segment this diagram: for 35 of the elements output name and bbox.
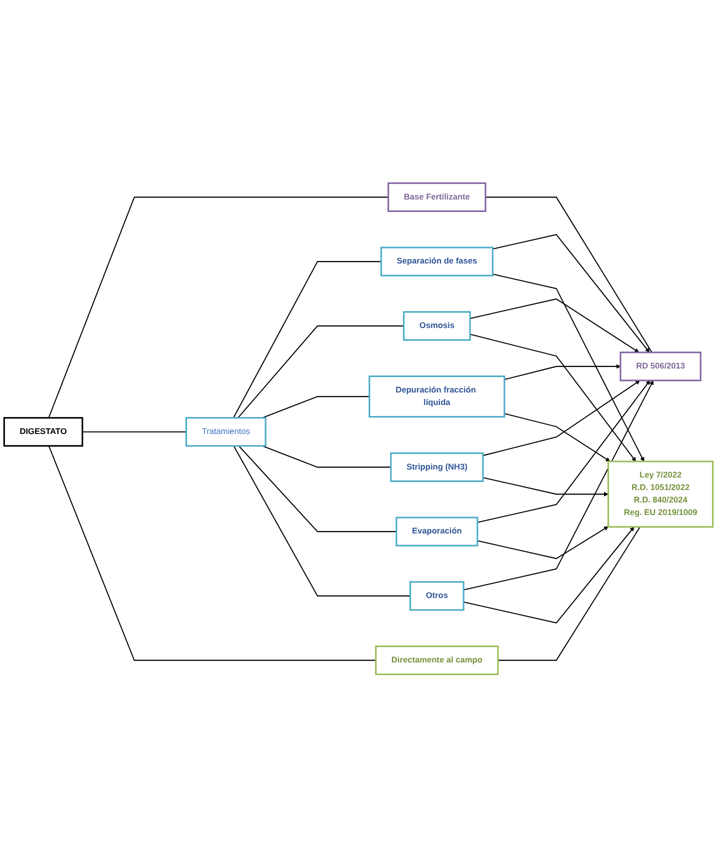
arrow — [504, 364, 621, 380]
node-box: Base Fertilizante — [388, 182, 486, 212]
node-box: Directamente al campo — [375, 645, 499, 675]
node-box: Otros — [409, 580, 464, 610]
connector — [82, 431, 186, 432]
connector — [233, 445, 410, 596]
arrow — [482, 380, 640, 456]
arrow — [463, 526, 634, 624]
connector — [232, 260, 382, 418]
connector — [238, 445, 396, 532]
node-box: Stripping (NH3) — [390, 452, 484, 482]
arrow — [463, 380, 654, 590]
node-box: Depuración fracción líquida — [368, 375, 506, 418]
arrow — [477, 526, 608, 559]
connector — [262, 445, 391, 468]
arrow — [470, 298, 640, 352]
arrow — [482, 476, 608, 496]
arrow — [492, 234, 650, 352]
connector — [486, 196, 652, 352]
arrow — [492, 273, 644, 462]
connector — [238, 325, 404, 418]
arrow — [470, 334, 636, 462]
node-box: RD 506/2013 — [620, 351, 702, 381]
node-box: DIGESTATO — [3, 416, 84, 446]
connector — [48, 445, 376, 661]
node-box: Separación de fases — [380, 246, 494, 276]
connector — [498, 526, 640, 661]
node-box: Tratamientos — [185, 416, 266, 446]
arrow — [477, 380, 650, 523]
node-box: Ley 7/2022 R.D. 1051/2022 R.D. 840/2024 Reg. EU 2019/1009 — [607, 460, 714, 528]
arrow — [504, 412, 610, 462]
connector — [262, 396, 370, 418]
connector — [48, 196, 388, 418]
node-box: Osmosis — [403, 310, 471, 340]
node-box: Evaporación — [396, 516, 478, 546]
